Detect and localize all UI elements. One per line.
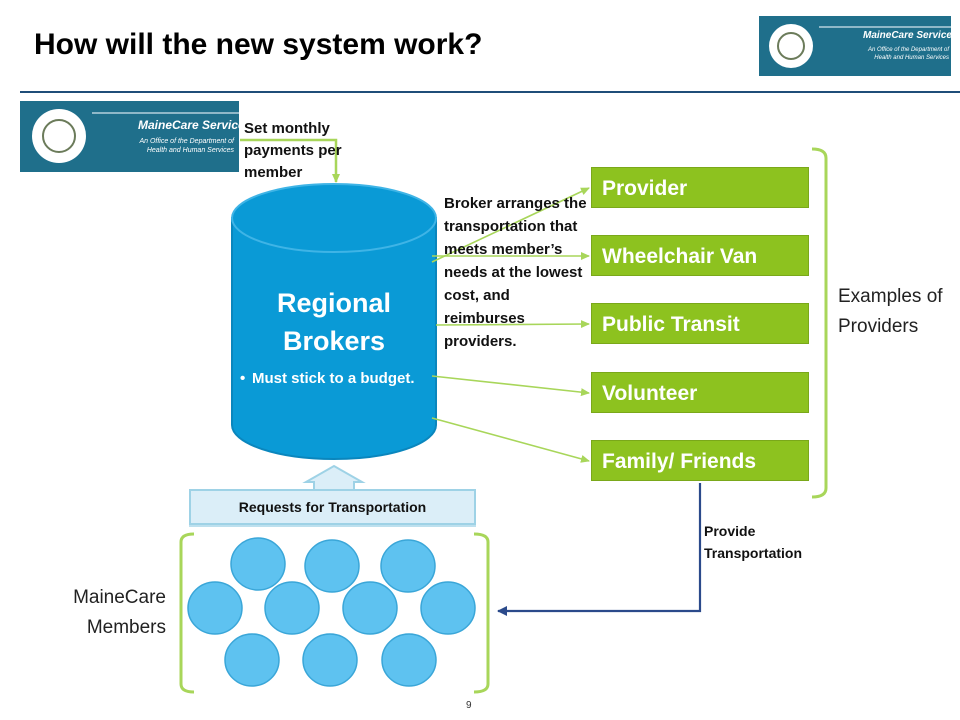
fanout-arrow <box>435 320 590 329</box>
member-circles <box>187 537 476 687</box>
mainecare-members-label: MaineCare Members <box>73 587 166 638</box>
page-title: How will the new system work? <box>34 28 483 61</box>
logo-name: MaineCare Services <box>863 30 951 41</box>
state-seal-icon <box>769 24 813 68</box>
logo-subtitle: An Office of the Department of Health an… <box>139 138 234 154</box>
request-up-arrow <box>302 464 366 489</box>
members-bracket-right <box>473 532 490 694</box>
provider-box-wheelchair-van: Wheelchair Van <box>591 235 809 276</box>
broker-budget-bullet: • Must stick to a budget. <box>240 367 430 390</box>
member-circle <box>342 581 398 635</box>
examples-of-providers-label: Examples of Providers <box>838 286 943 337</box>
fanout-arrow <box>431 375 590 397</box>
logo-subtitle: An Office of the Department of Health an… <box>867 47 949 61</box>
member-circle <box>420 581 476 635</box>
logo-stripe <box>819 26 951 28</box>
provide-transport-arrow <box>497 483 702 616</box>
title-divider <box>20 91 960 93</box>
regional-brokers-cylinder <box>231 183 437 460</box>
provider-box-public-transit: Public Transit <box>591 303 809 344</box>
member-circle <box>224 633 280 687</box>
members-bracket-left <box>179 532 195 694</box>
payment-arrow <box>240 138 340 183</box>
member-circle <box>380 539 436 593</box>
bullet-icon: • <box>240 370 246 387</box>
broker-arranges-text: Broker arranges the transportation that … <box>444 195 587 350</box>
regional-brokers-title: Regional Brokers <box>276 288 391 356</box>
provider-box-provider: Provider <box>591 167 809 208</box>
logo-name: MaineCare Services <box>138 118 239 132</box>
member-circle <box>187 581 243 635</box>
provider-box-family-friends: Family/ Friends <box>591 440 809 481</box>
mainecare-logo-payer: MaineCare Services An Office of the Depa… <box>20 101 239 172</box>
set-payments-label: Set monthly payments per member <box>244 120 342 181</box>
member-circle <box>264 581 320 635</box>
provider-box-volunteer: Volunteer <box>591 372 809 413</box>
fanout-arrow <box>431 417 590 463</box>
providers-bracket <box>811 147 828 499</box>
member-circle <box>381 633 437 687</box>
requests-for-transportation-box: Requests for Transportation <box>189 489 476 525</box>
broker-budget-text: Must stick to a budget. <box>252 370 415 387</box>
mainecare-logo-top: MaineCare Services An Office of the Depa… <box>759 16 951 76</box>
fanout-arrow <box>431 187 590 263</box>
member-circle <box>304 539 360 593</box>
logo-stripe <box>92 112 239 114</box>
state-seal-icon <box>32 109 86 163</box>
page-number: 9 <box>466 700 472 711</box>
member-circle <box>302 633 358 687</box>
member-circle <box>230 537 286 591</box>
provide-transportation-label: Provide Transportation <box>704 523 803 561</box>
